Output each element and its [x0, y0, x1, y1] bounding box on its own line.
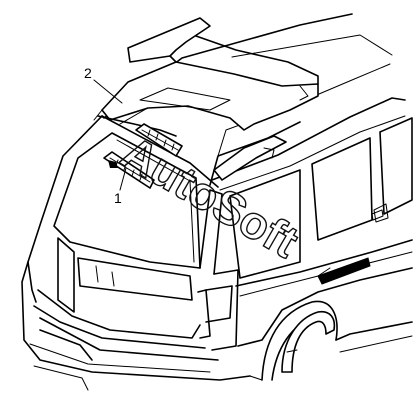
vehicle-body [21, 13, 413, 391]
callout-1-label: 1 [114, 190, 122, 206]
stop-lamp-part [103, 123, 183, 189]
leader-line-1 [119, 167, 127, 191]
callout-1: 1 [114, 167, 127, 206]
callout-2: 2 [84, 65, 123, 104]
callout-2-label: 2 [84, 65, 92, 81]
roof-spoiler-part [93, 17, 319, 181]
leader-line-2 [93, 79, 123, 104]
